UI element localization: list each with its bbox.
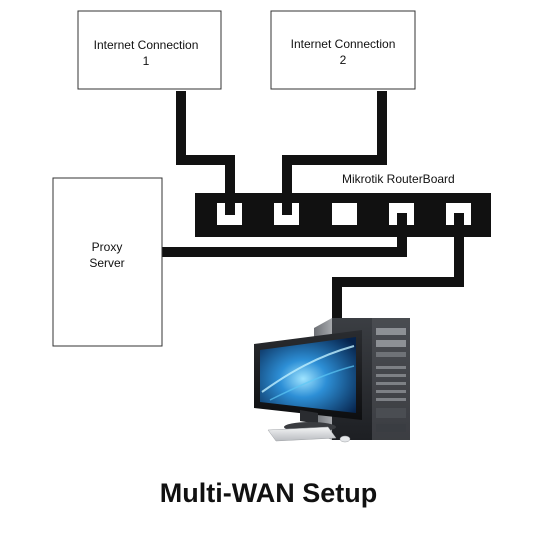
cable-internet-2 bbox=[282, 91, 387, 216]
computer-keyboard bbox=[267, 426, 337, 442]
computer-monitor bbox=[254, 330, 362, 432]
internet-1-label-line1: Internet Connection bbox=[94, 38, 199, 52]
router-label: Mikrotik RouterBoard bbox=[342, 172, 455, 186]
router-port-4 bbox=[389, 203, 414, 225]
computer-mouse bbox=[339, 435, 351, 443]
internet-connection-2-box: Internet Connection 2 bbox=[270, 10, 416, 90]
router-port-3 bbox=[332, 203, 357, 225]
internet-2-label-line1: Internet Connection bbox=[291, 37, 396, 51]
proxy-label-line2: Server bbox=[89, 256, 124, 270]
internet-connection-1-box: Internet Connection 1 bbox=[77, 10, 222, 90]
router-port-1 bbox=[217, 203, 242, 225]
desktop-computer-icon bbox=[254, 318, 410, 443]
diagram-caption: Multi-WAN Setup bbox=[159, 478, 378, 508]
proxy-label-line1: Proxy bbox=[92, 240, 123, 254]
cable-internet-1 bbox=[176, 91, 235, 216]
cable-computer bbox=[332, 216, 464, 330]
router-port-5 bbox=[446, 203, 471, 225]
internet-2-label-line2: 2 bbox=[340, 53, 347, 67]
router-port-2 bbox=[274, 203, 299, 225]
internet-1-label-line2: 1 bbox=[143, 54, 150, 68]
mikrotik-router bbox=[195, 193, 491, 237]
proxy-server-box: Proxy Server bbox=[52, 177, 163, 347]
